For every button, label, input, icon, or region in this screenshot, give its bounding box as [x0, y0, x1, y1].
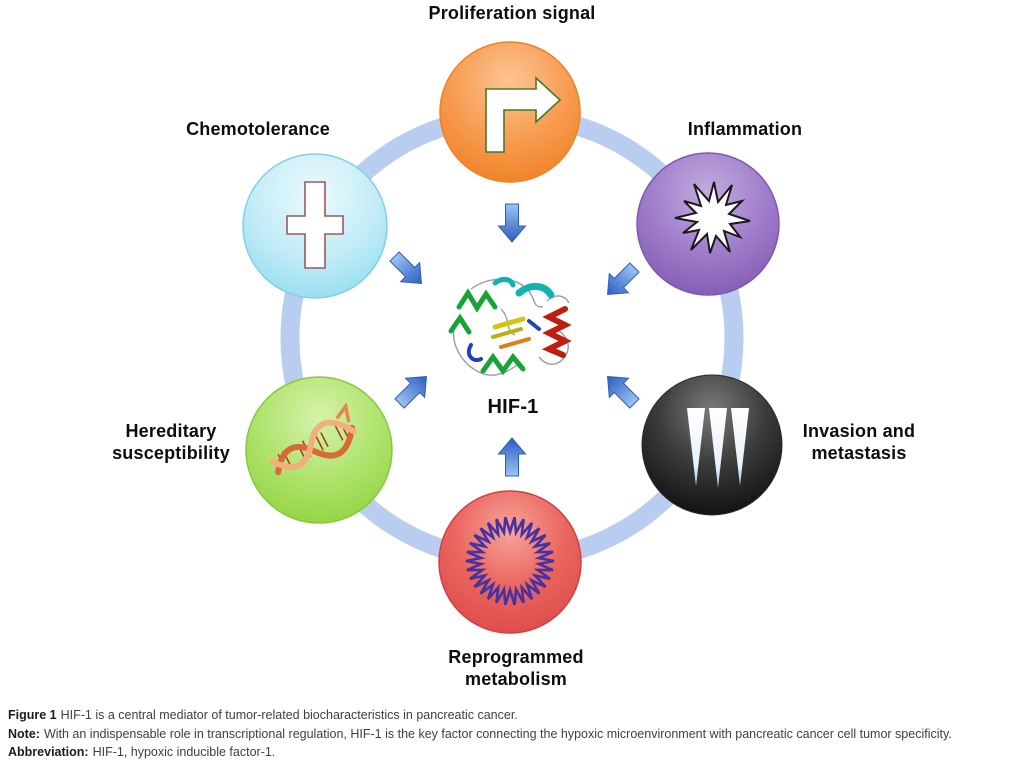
label-reprogrammed-metabolism: Reprogrammed metabolism	[366, 646, 666, 690]
label-chemotolerance: Chemotolerance	[186, 119, 330, 139]
caption-note-prefix: Note:	[8, 726, 40, 741]
caption-figure-prefix: Figure 1	[8, 708, 57, 722]
starburst-icon	[674, 181, 751, 254]
node-metabolism-circle	[438, 490, 582, 634]
spike-triangles-icon	[687, 408, 749, 488]
label-hereditary-susceptibility: Hereditary susceptibility	[21, 420, 321, 464]
label-invasion-line2: metastasis	[811, 443, 907, 463]
node-proliferation-circle	[439, 41, 581, 183]
label-proliferation-signal: Proliferation signal	[428, 3, 596, 23]
zigzag-ring-icon	[465, 516, 555, 606]
arrow-from-inflammation	[597, 257, 645, 305]
label-hif1-center: HIF-1	[487, 396, 539, 418]
caption-note-line: Note:With an indispensable role in trans…	[8, 725, 1018, 744]
figure-canvas	[242, 41, 783, 634]
label-metabolism-line1: Reprogrammed	[448, 647, 584, 667]
caption-abbreviation-prefix: Abbreviation:	[8, 745, 89, 760]
caption-abbreviation-text: HIF-1, hypoxic inducible factor-1.	[92, 745, 276, 760]
label-hereditary-line2: susceptibility	[112, 443, 230, 463]
caption-note-text: With an indispensable role in transcript…	[43, 726, 952, 741]
label-hereditary-line1: Hereditary	[125, 421, 217, 441]
medical-cross-icon	[286, 181, 344, 269]
arrow-from-chemotolerance	[384, 246, 432, 294]
label-invasion-metastasis: Invasion and metastasis	[709, 420, 1009, 464]
label-invasion-line1: Invasion and	[802, 421, 916, 441]
dna-helix-icon	[269, 402, 357, 476]
arrow-from-metabolism	[498, 437, 526, 477]
arrow-from-proliferation	[498, 203, 526, 243]
caption-abbreviation-line: Abbreviation:HIF-1, hypoxic inducible fa…	[8, 743, 1018, 762]
label-metabolism-line2: metabolism	[464, 669, 568, 689]
caption-figure-text: HIF-1 is a central mediator of tumor-rel…	[60, 708, 518, 722]
label-inflammation: Inflammation	[687, 119, 803, 139]
turn-right-arrow-icon	[485, 76, 562, 153]
protein-ribbon-structure	[448, 276, 572, 376]
